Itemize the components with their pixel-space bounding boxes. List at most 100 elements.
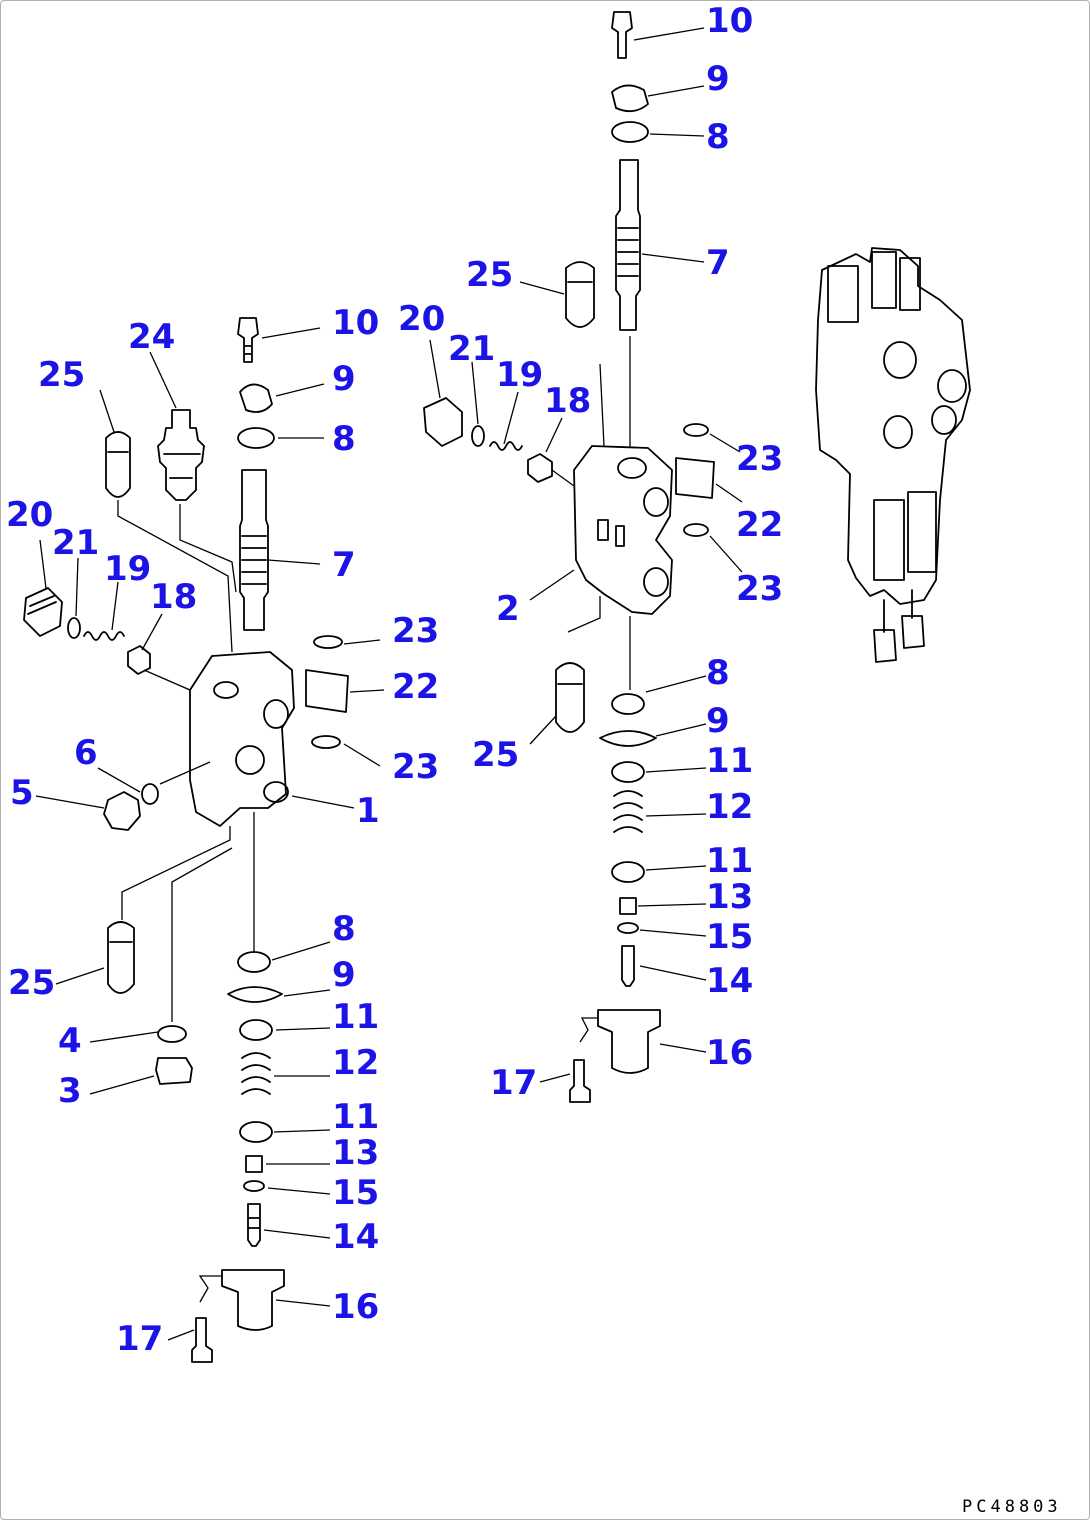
left-body-port [213, 681, 239, 699]
callout-2: 2 [496, 589, 520, 629]
right-oring-23-upper [683, 423, 709, 437]
callout-23: 23 [392, 611, 439, 651]
callout-8: 8 [706, 117, 730, 157]
left-spring-19 [83, 631, 125, 641]
left-retainer-9 [239, 383, 273, 413]
callout-18: 18 [544, 381, 591, 421]
right-body-port [617, 457, 647, 479]
left-seal-8 [237, 427, 275, 449]
callout-8: 8 [332, 419, 356, 459]
left-bolt-17 [191, 1317, 213, 1363]
callout-9: 9 [332, 955, 356, 995]
left-cap-16 [221, 1269, 285, 1331]
callout-9: 9 [706, 701, 730, 741]
left-plug-20 [23, 587, 63, 637]
callout-13: 13 [706, 877, 753, 917]
callout-23: 23 [392, 747, 439, 787]
right-plug-20 [423, 397, 463, 447]
callout-13: 13 [332, 1133, 379, 1173]
callout-3: 3 [58, 1071, 82, 1111]
callout-25: 25 [8, 963, 55, 1003]
callout-22: 22 [736, 505, 783, 545]
left-spool-7 [239, 469, 269, 631]
left-assembly [23, 317, 349, 1363]
right-stopper-13 [619, 897, 637, 915]
right-poppet-18 [527, 453, 553, 483]
right-bolt-17 [569, 1059, 591, 1103]
left-washer-15 [243, 1180, 265, 1192]
callout-16: 16 [332, 1287, 379, 1327]
callout-17: 17 [116, 1319, 163, 1359]
assembled-view [815, 247, 971, 663]
leader-lines [35, 27, 743, 1341]
left-retainer-9-lower [227, 986, 283, 1003]
callout-7: 7 [706, 243, 730, 283]
callout-24: 24 [128, 317, 175, 357]
callout-14: 14 [706, 961, 753, 1001]
left-relief-valve-25-upper [105, 431, 131, 498]
callout-25: 25 [466, 255, 513, 295]
right-seat-11-lower [611, 861, 645, 883]
right-seal-8-lower [611, 693, 645, 715]
right-screw-10 [611, 11, 633, 59]
drawing-code: PC48803 [962, 1497, 1062, 1517]
left-body-port [263, 699, 289, 729]
left-seal-8-lower [237, 951, 271, 973]
left-oring-6 [141, 783, 159, 805]
right-oring-21 [471, 425, 485, 447]
callout-15: 15 [706, 917, 753, 957]
callout-8: 8 [332, 909, 356, 949]
right-spool-7 [615, 159, 641, 331]
right-screw-14 [621, 945, 635, 987]
callout-19: 19 [496, 355, 543, 395]
callout-11: 11 [332, 1097, 379, 1137]
right-retainer-9 [611, 84, 649, 113]
left-valve-body-1 [189, 651, 295, 827]
callout-11: 11 [706, 741, 753, 781]
right-seal-8 [611, 121, 649, 143]
right-plate-22 [675, 457, 715, 499]
callout-17: 17 [490, 1063, 537, 1103]
right-relief-valve-25-lower [555, 662, 585, 733]
callout-11: 11 [706, 841, 753, 881]
left-relief-valve-25-lower [107, 921, 135, 994]
callout-20: 20 [6, 495, 53, 535]
callout-21: 21 [448, 329, 495, 369]
callout-4: 4 [58, 1021, 82, 1061]
left-seat-11-lower [239, 1121, 273, 1143]
left-plate-22 [305, 669, 349, 713]
callout-22: 22 [392, 667, 439, 707]
callout-6: 6 [74, 733, 98, 773]
left-oring-23-upper [313, 635, 343, 649]
left-seat-11-upper [239, 1019, 273, 1041]
callout-25: 25 [472, 735, 519, 775]
callout-25: 25 [38, 355, 85, 395]
right-seat-11-upper [611, 761, 645, 783]
left-oring-21 [67, 617, 81, 639]
callout-14: 14 [332, 1217, 379, 1257]
right-body-ports-small [597, 519, 625, 547]
callout-9: 9 [332, 359, 356, 399]
left-body-port [235, 745, 265, 775]
right-retainer-9-lower [599, 730, 657, 747]
callout-16: 16 [706, 1033, 753, 1073]
right-body-port [643, 567, 669, 597]
left-stopper-13 [245, 1155, 263, 1173]
callout-1: 1 [356, 791, 380, 831]
callout-15: 15 [332, 1173, 379, 1213]
callout-23: 23 [736, 569, 783, 609]
callout-12: 12 [332, 1043, 379, 1083]
left-screw-10 [237, 317, 259, 363]
callout-19: 19 [104, 549, 151, 589]
callout-8: 8 [706, 653, 730, 693]
callout-21: 21 [52, 523, 99, 563]
callout-12: 12 [706, 787, 753, 827]
left-callouts: 25 24 10 9 8 7 20 21 19 18 23 22 23 1 6 … [6, 303, 439, 1359]
right-spring-12 [613, 790, 643, 833]
right-washer-15 [617, 922, 639, 934]
right-oring-23-lower [683, 523, 709, 537]
callout-23: 23 [736, 439, 783, 479]
left-plug-3 [155, 1057, 193, 1085]
